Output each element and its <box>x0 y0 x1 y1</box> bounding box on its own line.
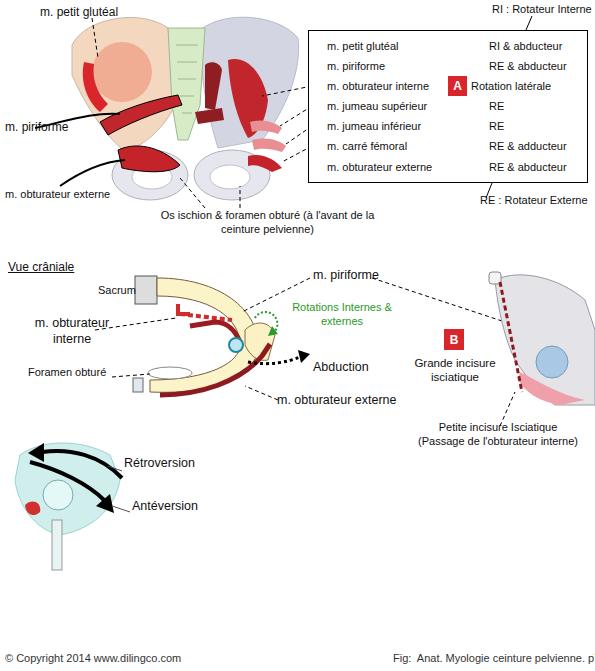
rotation-head <box>268 326 278 336</box>
motion-label: Abduction <box>313 360 369 376</box>
foramen-oval <box>148 367 192 379</box>
muscle-pink <box>518 372 585 405</box>
retroversion-arrow <box>42 451 122 478</box>
bone-label: Os ischion & foramen obturé (à l'avant d… <box>160 209 375 237</box>
cranial-view <box>133 276 310 395</box>
table-cell: m. jumeau supérieur <box>327 100 427 112</box>
leader-dashed <box>112 374 150 377</box>
legend-note: RI : Rotateur Interne <box>492 3 592 17</box>
hip-joint <box>229 338 243 352</box>
motion-label: Rétroversion <box>124 456 195 472</box>
abduction-head <box>298 350 310 363</box>
right-foramen <box>210 165 250 189</box>
muscle-label: m. obturateur interne <box>22 316 122 347</box>
table-cell: m. obturateur interne <box>327 80 429 92</box>
leader-curve <box>60 160 125 186</box>
abduction-arrow <box>248 357 300 364</box>
hip-bone-lateral <box>489 272 595 405</box>
left-ilium <box>72 17 178 152</box>
bone-label: Grande incisure isciatique <box>410 356 500 385</box>
table-cell: RE <box>489 100 504 112</box>
quadratus-femoris <box>248 155 282 172</box>
callout-letter: A <box>448 76 467 96</box>
bone-label: Foramen obturé <box>28 366 106 380</box>
leader-dashed <box>372 278 505 322</box>
table-cell: m. carré fémoral <box>327 140 407 152</box>
figure-caption: Fig: Anat. Myologie ceinture pelvienne. … <box>393 652 595 664</box>
piriformis-muscle <box>100 95 182 135</box>
leader-dashed <box>180 178 240 208</box>
table-cell: m. petit glutéal <box>327 40 399 52</box>
muscle-label: m. piriforme <box>313 268 379 284</box>
acetabulum <box>536 346 568 378</box>
table-cell: RE <box>489 120 504 132</box>
pelvis-front <box>72 17 299 200</box>
gluteus-band <box>83 62 108 112</box>
red-blob <box>25 501 40 515</box>
muscle-dark <box>195 108 224 124</box>
gemellus-superior <box>250 120 282 134</box>
leader-dashed <box>262 86 312 96</box>
pelvic-tilt <box>15 443 130 570</box>
obturator-externus-path <box>160 344 270 395</box>
piriformis-path <box>180 314 232 320</box>
piriformis-right <box>205 62 222 110</box>
motion-label: Antéversion <box>132 499 198 515</box>
callout-letter: B <box>444 329 464 350</box>
motion-label: Rotations Internes & externes <box>292 301 392 329</box>
table-cell: m. obturateur externe <box>327 161 432 173</box>
hip-socket <box>43 480 73 510</box>
table-cell: RI & abducteur <box>489 40 562 52</box>
muscle-label: m. piriforme <box>5 120 68 135</box>
leader-lines <box>95 278 515 426</box>
table-cell: Rotation latérale <box>471 80 551 92</box>
copyright: © Copyright 2014 www.dilingco.com <box>5 652 181 666</box>
muscle-label: m. obturateur externe <box>277 393 397 409</box>
right-ilium <box>200 17 299 148</box>
leader-line <box>108 466 130 512</box>
view-title: Vue crâniale <box>8 260 74 275</box>
anteversion-head <box>96 494 114 513</box>
gluteus-minimus <box>92 42 152 102</box>
sacrum-block <box>135 276 157 304</box>
muscle-label: m. obturateur externe <box>5 188 110 202</box>
table-cell: RE & abducteur <box>489 60 567 72</box>
bone-label: Petite incisure Isciatique (Passage de l… <box>414 421 582 449</box>
muscle-label: m. petit glutéal <box>40 5 118 20</box>
leader-dashed <box>500 392 515 426</box>
leader-dashed <box>92 18 98 58</box>
retroversion-head <box>28 443 44 462</box>
bone-label: Sacrum <box>98 284 136 298</box>
leader-line <box>526 16 532 30</box>
callout-box: A <box>448 76 467 96</box>
gemellus-inferior <box>252 138 286 152</box>
pubis-block <box>133 378 143 392</box>
leader-dashed <box>245 386 278 400</box>
anteversion-arrow <box>30 462 104 500</box>
piriformis-lateral <box>500 282 522 392</box>
legend-note: RE : Rotateur Externe <box>480 194 588 208</box>
ilium-lateral <box>495 275 595 405</box>
table-cell: RE & abducteur <box>489 161 567 173</box>
table-cell: RE & adducteur <box>489 140 567 152</box>
pelvis-lateral <box>15 443 120 535</box>
femur-shaft <box>52 520 62 570</box>
table-cell: m. piriforme <box>327 60 385 72</box>
table-cell: m. jumeau inférieur <box>327 120 421 132</box>
muscle-table: m. petit glutéal RI & abducteur m. pirifor… <box>308 30 588 183</box>
obturator-externus-muscle <box>118 146 180 172</box>
callout-box: B <box>444 329 464 350</box>
